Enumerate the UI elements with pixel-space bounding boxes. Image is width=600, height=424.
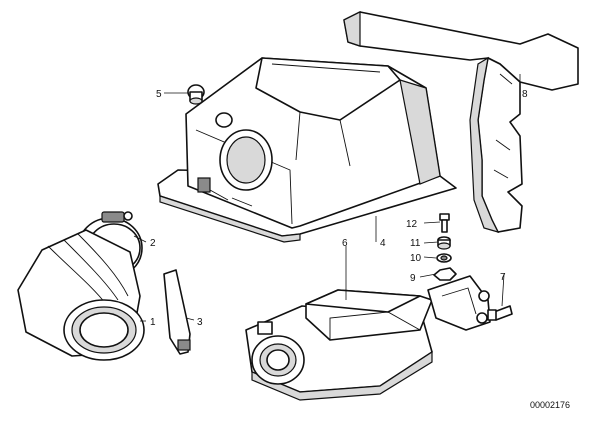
callout-4: 4 <box>380 238 386 249</box>
air-flow-meter-part-6 <box>245 289 433 401</box>
callout-7: 7 <box>500 272 506 283</box>
callout-5: 5 <box>156 89 162 100</box>
callout-8: 8 <box>522 89 528 100</box>
air-duct-part-8 <box>343 11 579 233</box>
callout-9: 9 <box>410 273 416 284</box>
callout-12: 12 <box>406 219 418 230</box>
callout-11: 11 <box>410 238 421 249</box>
leader-lines <box>133 74 521 322</box>
callout-2: 2 <box>150 238 156 249</box>
mounting-bracket-part-9 <box>427 275 491 331</box>
screw-part-12 <box>439 213 450 233</box>
screw-part-7 <box>487 305 513 321</box>
cap-plug-part-5 <box>187 84 205 105</box>
callout-3: 3 <box>197 317 203 328</box>
callout-10: 10 <box>410 253 422 264</box>
retaining-strap-part-3 <box>163 269 191 355</box>
rubber-boot-part-1 <box>17 229 145 361</box>
callout-6: 6 <box>342 238 348 249</box>
diagram-reference-number: 00002176 <box>530 400 570 410</box>
grommet-part-10 <box>436 253 452 263</box>
nut-part-9 <box>433 267 457 281</box>
bushing-part-11 <box>437 236 451 250</box>
callout-1: 1 <box>150 317 156 328</box>
filter-housing-part-4 <box>157 57 457 243</box>
